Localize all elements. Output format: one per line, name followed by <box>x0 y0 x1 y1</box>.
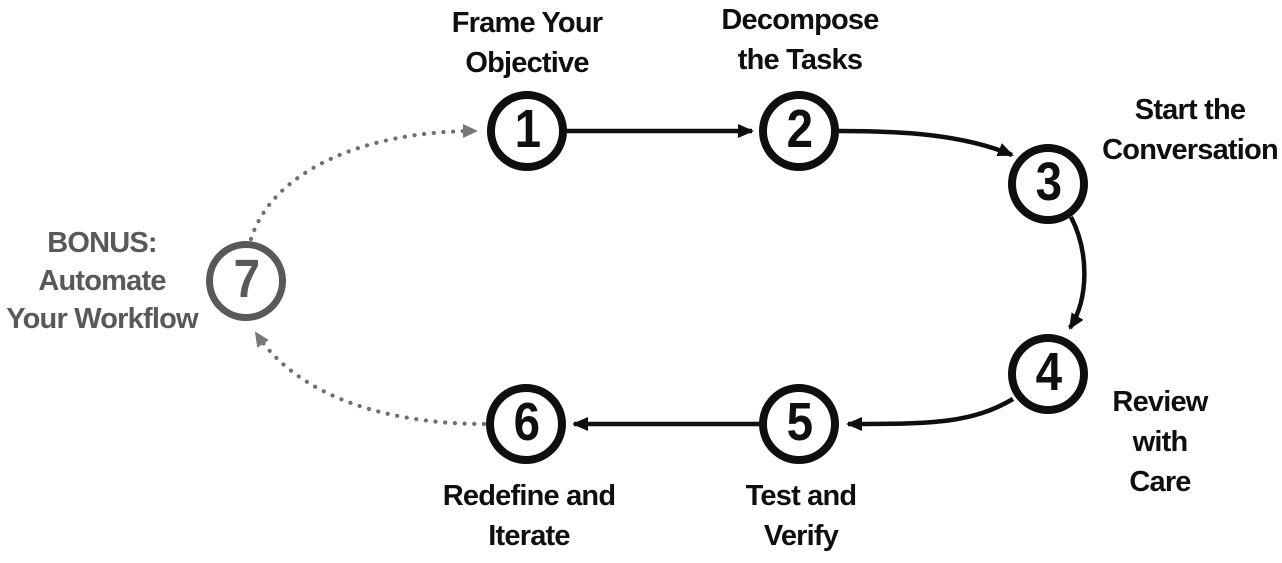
step-4-number: 4 <box>1035 342 1062 402</box>
connector-3-4 <box>1068 215 1087 330</box>
connector-4-5 <box>846 397 1015 431</box>
step-3-circle: 3 <box>1008 144 1088 224</box>
step-1-label: Frame Your Objective <box>451 7 603 79</box>
step-2-label: Decompose the Tasks <box>721 4 879 76</box>
connector-2-3 <box>838 128 1014 158</box>
step-6-circle: 6 <box>486 384 566 464</box>
step-2-circle: 2 <box>759 91 839 171</box>
step-3-number: 3 <box>1035 152 1062 212</box>
step-7-number: 7 <box>233 249 260 309</box>
step-2-number: 2 <box>786 99 813 159</box>
step-5-circle: 5 <box>759 384 839 464</box>
step-5-label: Test and Verify <box>745 480 858 552</box>
step-6-label: Redefine and Iterate <box>442 480 616 552</box>
step-1-number: 1 <box>514 99 541 159</box>
step-6-number: 6 <box>513 392 540 452</box>
step-4-circle: 4 <box>1008 334 1088 414</box>
step-3-label: Start the Conversation <box>1102 94 1279 166</box>
step-4-label: Review with Care <box>1112 386 1208 498</box>
step-1-circle: 1 <box>487 91 567 171</box>
step-5-number: 5 <box>786 392 813 452</box>
step-7-bonus-circle: 7 <box>206 241 286 321</box>
connector-6-7-dotted <box>253 330 487 427</box>
connector-7-1-dotted <box>248 124 479 242</box>
step-7-bonus-label: BONUS: Automate Your Workflow <box>6 227 198 335</box>
